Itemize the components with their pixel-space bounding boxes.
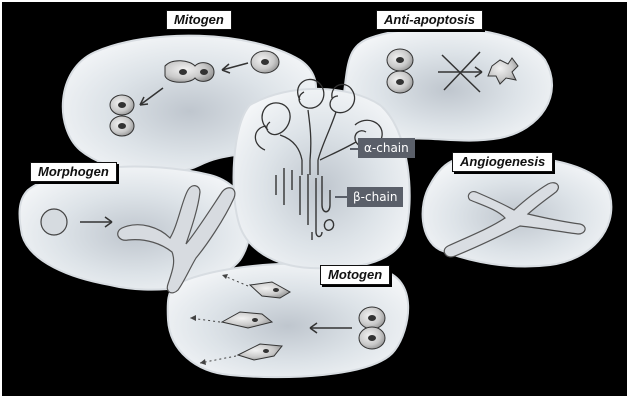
morphogen-label: Morphogen <box>30 162 117 182</box>
mitogen-label: Mitogen <box>166 10 232 30</box>
motogen-label: Motogen <box>320 265 390 285</box>
alpha-chain-label: α-chain <box>358 138 415 158</box>
anti-apoptosis-label: Anti-apoptosis <box>376 10 483 30</box>
beta-chain-connector <box>335 196 347 198</box>
morphogen-cyst <box>41 209 67 235</box>
angiogenesis-label: Angiogenesis <box>452 152 553 172</box>
alpha-chain-connector <box>350 148 358 150</box>
beta-chain-label: β-chain <box>347 187 403 207</box>
